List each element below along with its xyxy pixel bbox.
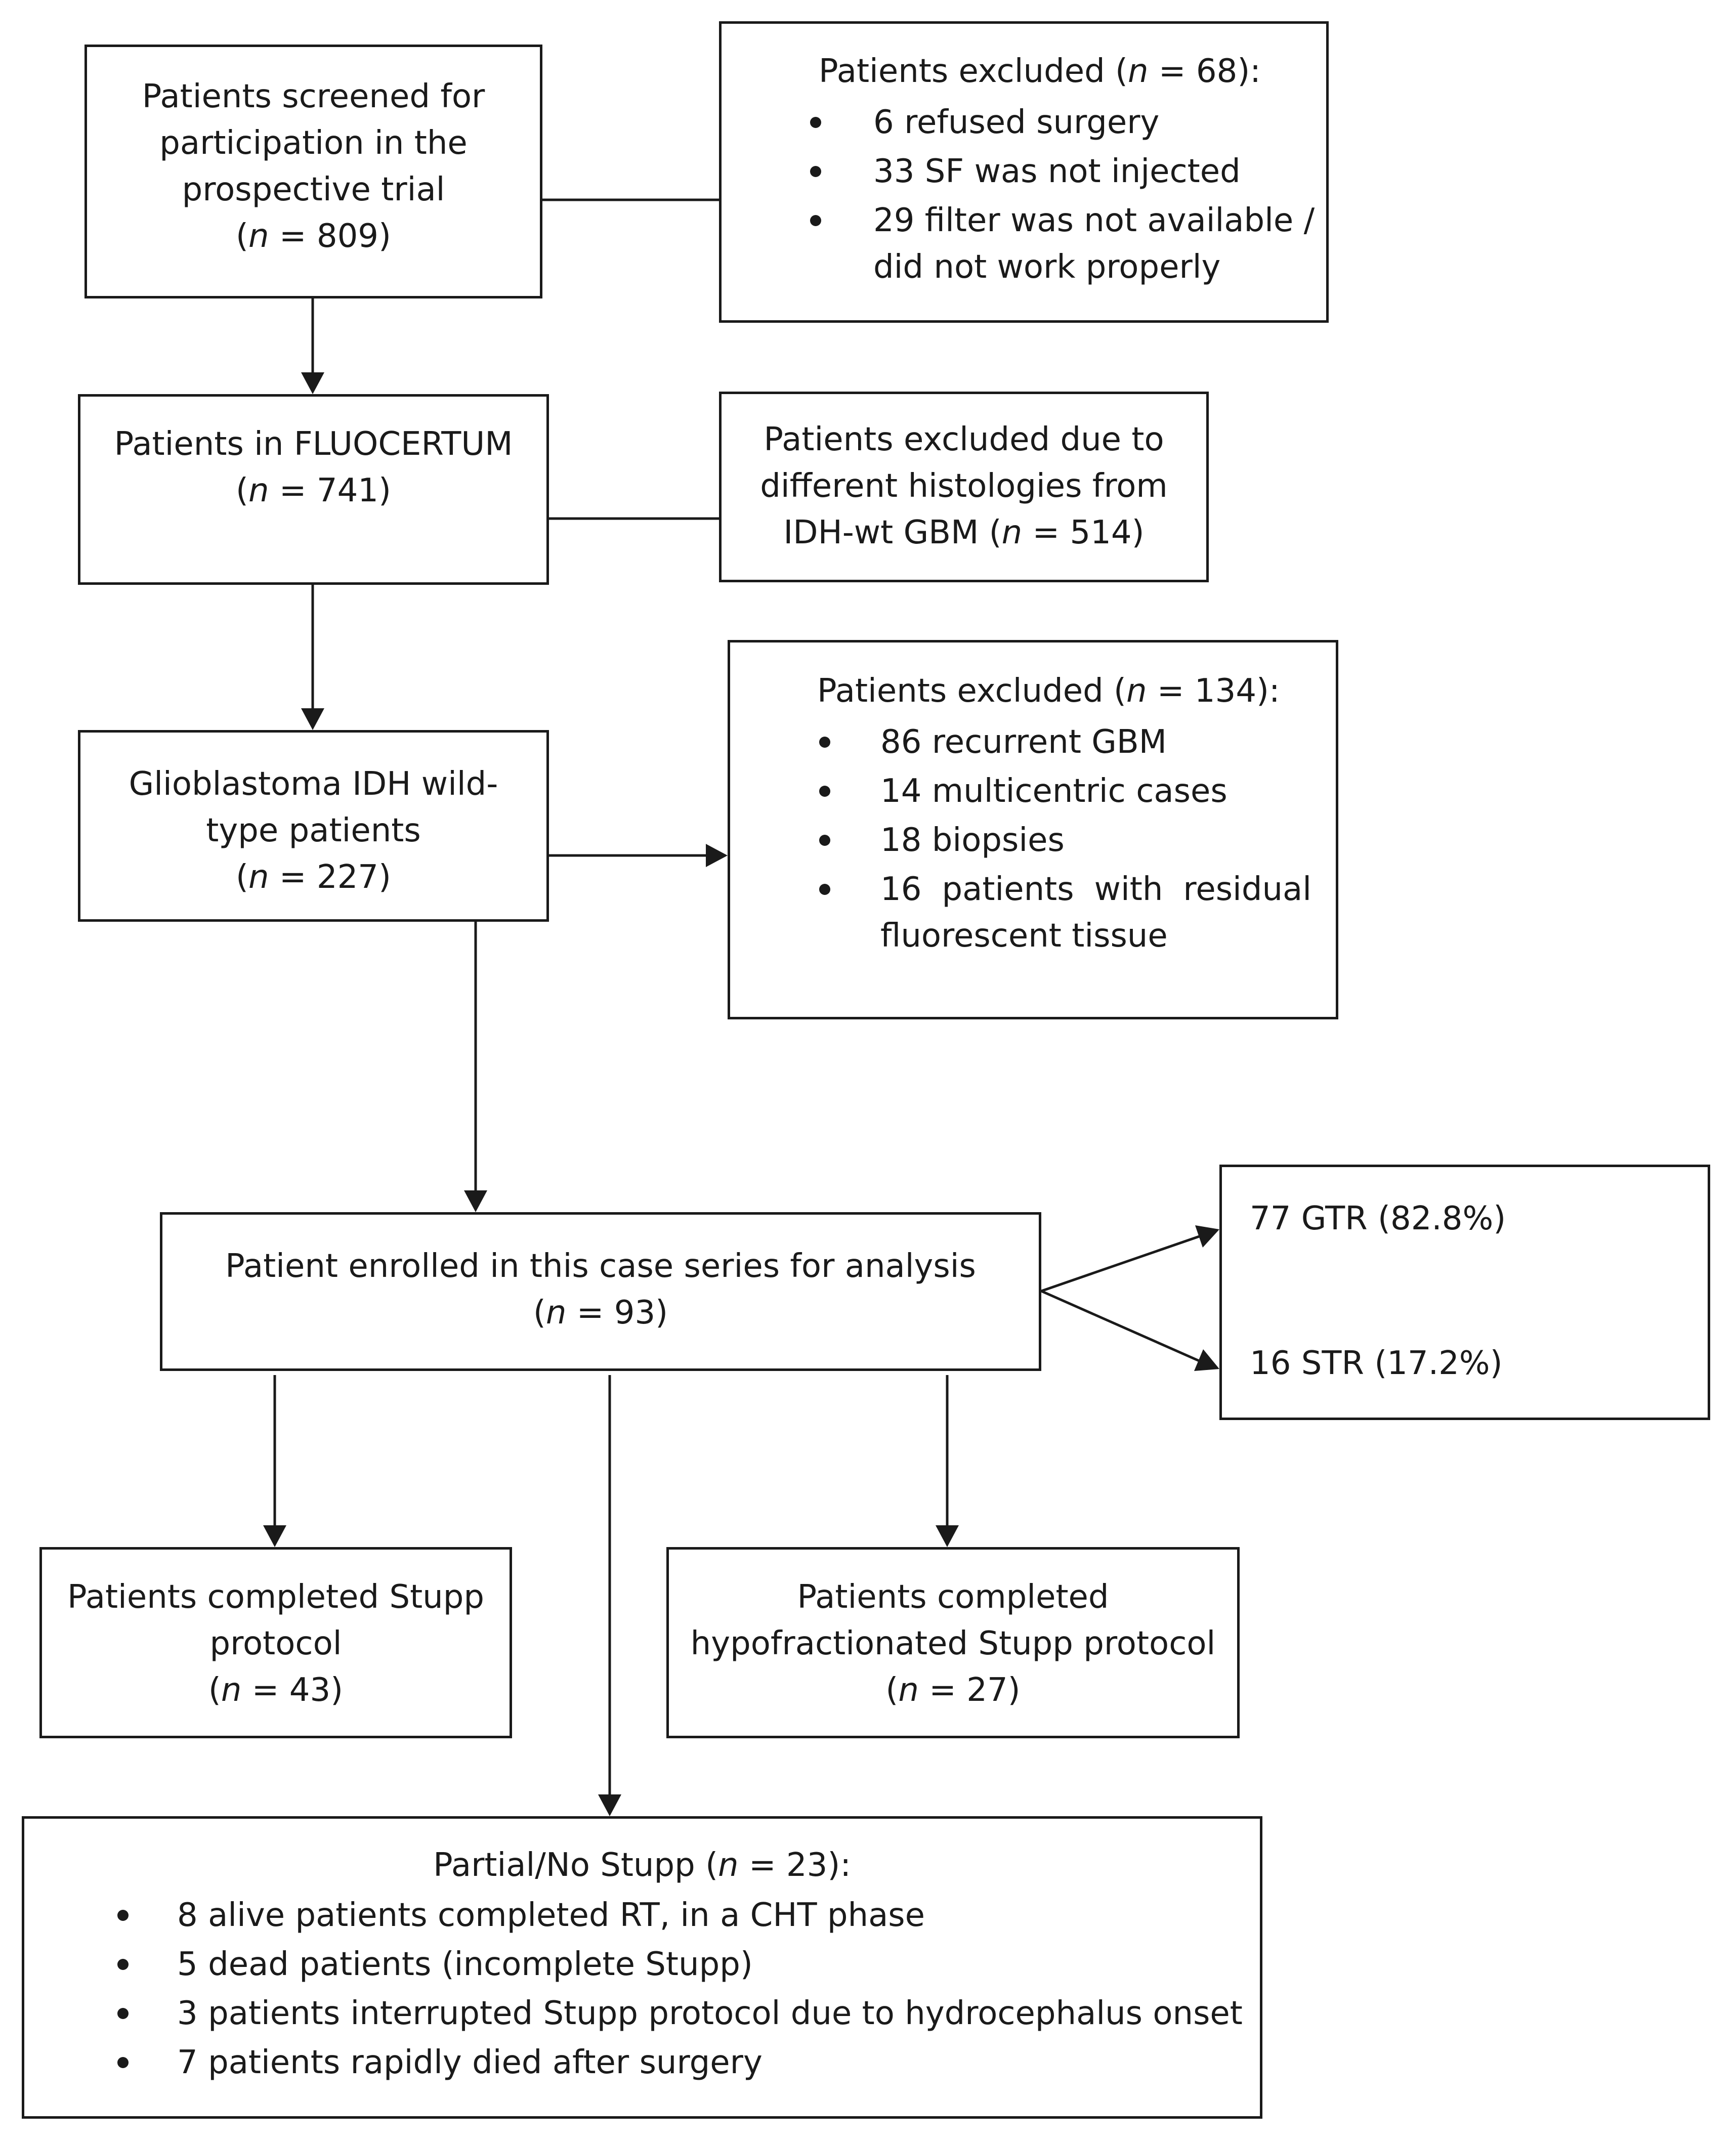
gbm-line1: Glioblastoma IDH wild-: [129, 765, 498, 803]
enrolled-line1: Patient enrolled in this case series for…: [225, 1248, 976, 1285]
partial-count: 23: [786, 1847, 828, 1884]
arrowhead: [1195, 1225, 1219, 1248]
bullet: [117, 2008, 129, 2019]
stupp-count: 43: [289, 1671, 331, 1709]
arrow-enrolled-to-str: [1040, 1290, 1200, 1362]
excluded3-item: 14 multicentric cases: [880, 773, 1227, 810]
box-hypofractionated: Patients completed hypofractionated Stup…: [666, 1547, 1240, 1738]
bullet: [117, 1910, 129, 1921]
box-resection: 77 GTR (82.8%) 16 STR (17.2%): [1219, 1165, 1710, 1420]
hypo-count-line: (n = 27): [885, 1671, 1021, 1709]
arrowhead: [936, 1525, 959, 1547]
bullet: [819, 884, 830, 895]
bullet: [819, 786, 830, 797]
bullet: [819, 835, 830, 846]
arrowhead: [301, 708, 324, 730]
partial-item: 3 patients interrupted Stupp protocol du…: [177, 1995, 1243, 2032]
screened-count: 809: [316, 218, 379, 255]
screened-line3: prospective trial: [182, 171, 445, 208]
excluded2-line3: IDH-wt GBM (n = 514): [783, 514, 1145, 551]
hypo-line2: hypofractionated Stupp protocol: [690, 1625, 1216, 1662]
bullet: [819, 737, 830, 748]
hypo-line1: Patients completed: [797, 1578, 1109, 1616]
str-label: 16 STR (17.2%): [1250, 1345, 1503, 1382]
gtr-label: 77 GTR (82.8%): [1250, 1200, 1506, 1237]
arrowhead: [598, 1794, 621, 1816]
box-fluocertum: Patients in FLUOCERTUM (n = 741): [78, 394, 549, 585]
gbm-count: 227: [316, 859, 379, 896]
fluocertum-count: 741: [316, 472, 379, 509]
screened-count-line: (n = 809): [236, 218, 391, 255]
bullet: [810, 215, 821, 226]
excluded1-item: 33 SF was not injected: [873, 153, 1241, 190]
excluded1-header: Patients excluded (n = 68):: [819, 53, 1261, 90]
excluded2-count: 514: [1070, 514, 1132, 551]
box-glioblastoma: Glioblastoma IDH wild- type patients (n …: [78, 730, 549, 922]
excluded3-item: 86 recurrent GBM: [880, 723, 1167, 761]
excluded2-line1: Patients excluded due to: [764, 421, 1164, 458]
bullet: [810, 166, 821, 177]
box-enrolled: Patient enrolled in this case series for…: [160, 1212, 1041, 1371]
excluded1-item: 6 refused surgery: [873, 104, 1160, 141]
partial-item: 5 dead patients (incomplete Stupp): [177, 1946, 753, 1983]
gbm-line2: type patients: [206, 812, 421, 849]
gbm-count-line: (n = 227): [236, 859, 391, 896]
enrolled-count: 93: [614, 1294, 656, 1332]
stupp-count-line: (n = 43): [208, 1671, 344, 1709]
arrow-enrolled-to-gtr: [1041, 1235, 1200, 1293]
box-stupp: Patients completed Stupp protocol (n = 4…: [39, 1547, 512, 1738]
screened-line1: Patients screened for: [142, 78, 485, 115]
excluded1-item: 29 filter was not available /: [873, 202, 1315, 239]
arrowhead: [706, 844, 728, 867]
hypo-count: 27: [966, 1671, 1008, 1709]
arrowhead: [1194, 1349, 1219, 1371]
stupp-line1: Patients completed Stupp: [67, 1578, 484, 1616]
bullet: [810, 117, 821, 128]
screened-line2: participation in the: [159, 124, 468, 162]
box-excluded-134: Patients excluded (n = 134): 86 recurren…: [728, 640, 1338, 1019]
excluded1-item-cont: did not work properly: [873, 248, 1221, 286]
excluded3-item-cont: fluorescent tissue: [880, 917, 1168, 955]
bullet: [117, 1959, 129, 1970]
excluded3-item: 18 biopsies: [880, 822, 1065, 859]
arrowhead: [464, 1190, 487, 1212]
partial-header: Partial/No Stupp (n = 23):: [433, 1847, 851, 1884]
box-excluded-68: Patients excluded (n = 68): 6 refused su…: [719, 21, 1329, 323]
box-excluded-514: Patients excluded due to different histo…: [719, 392, 1209, 582]
fluocertum-line1: Patients in FLUOCERTUM: [114, 425, 513, 463]
fluocertum-count-line: (n = 741): [236, 472, 391, 509]
enrolled-count-line: (n = 93): [533, 1294, 668, 1332]
box-screened: Patients screened for participation in t…: [84, 45, 542, 298]
stupp-line2: protocol: [209, 1625, 342, 1662]
box-partial-no-stupp: Partial/No Stupp (n = 23): 8 alive patie…: [22, 1816, 1262, 2119]
bullet: [117, 2057, 129, 2068]
partial-item: 7 patients rapidly died after surgery: [177, 2044, 763, 2081]
partial-item: 8 alive patients completed RT, in a CHT …: [177, 1897, 925, 1934]
excluded1-count: 68: [1196, 53, 1238, 90]
excluded3-count: 134: [1194, 672, 1257, 710]
arrowhead: [263, 1525, 286, 1547]
excluded2-line2: different histologies from: [760, 467, 1168, 505]
arrowhead: [301, 372, 324, 394]
excluded3-header: Patients excluded (n = 134):: [817, 672, 1280, 710]
